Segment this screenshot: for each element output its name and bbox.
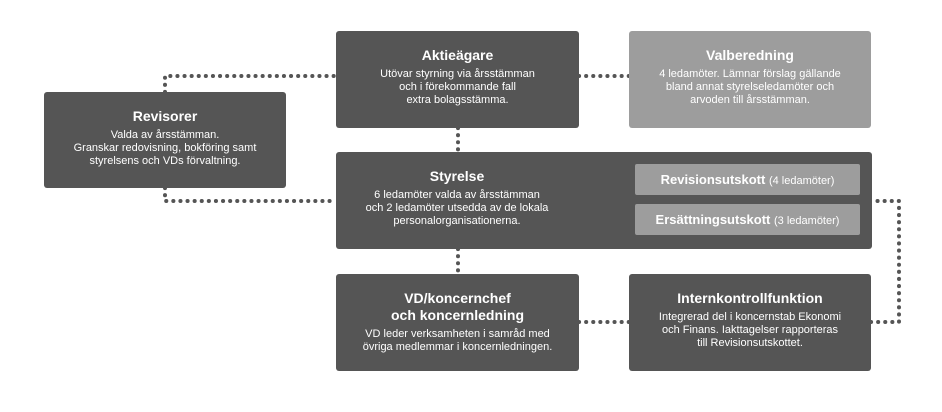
vd-description: VD leder verksamheten i samråd med övrig…	[362, 328, 553, 353]
aktieagare-description: Utövar styrning via årsstämman och i för…	[380, 68, 535, 106]
vd-title: VD/koncernchef och koncernledning	[390, 290, 524, 323]
internkontroll-title: Internkontrollfunktion	[677, 290, 823, 306]
aktieagare-title: Aktieägare	[421, 47, 494, 63]
ersattningsutskott-name: Ersättningsutskott	[655, 212, 771, 227]
revisorer-title: Revisorer	[132, 108, 198, 124]
aktieagare-box: Aktieägare Utövar styrning via årsstämma…	[336, 31, 579, 128]
revisionsutskott-count: (4 ledamöter)	[768, 175, 835, 187]
ersattningsutskott-box: Ersättningsutskott (3 ledamöter)	[635, 204, 860, 235]
revisorer-box: Revisorer Valda av årsstämman. Granskar …	[44, 92, 286, 188]
internkontroll-box: Internkontrollfunktion Integrerad del i …	[629, 274, 871, 371]
vd-box: VD/koncernchef och koncernledning VD led…	[336, 274, 579, 371]
connector-revisorer-aktieagare	[163, 74, 338, 94]
revisionsutskott-name: Revisionsutskott	[660, 172, 766, 187]
styrelse-box: Styrelse 6 ledamöter valda av årsstämman…	[336, 152, 872, 249]
revisionsutskott-box: Revisionsutskott (4 ledamöter)	[635, 164, 860, 195]
styrelse-title: Styrelse	[429, 168, 485, 184]
valberedning-box: Valberedning 4 ledamöter. Lämnar förslag…	[629, 31, 871, 128]
connector-revisorer-styrelse	[163, 186, 338, 203]
styrelse-description: 6 ledamöter valda av årsstämman och 2 le…	[365, 189, 549, 227]
valberedning-description: 4 ledamöter. Lämnar förslag gällande bla…	[659, 68, 841, 106]
styrelse-main: Styrelse 6 ledamöter valda av årsstämman…	[336, 168, 578, 228]
internkontroll-description: Integrerad del i koncernstab Ekonomi och…	[658, 311, 842, 349]
connector-internkontroll-revisionsutskott	[869, 199, 901, 324]
revisorer-description: Valda av årsstämman. Granskar redovisnin…	[73, 129, 257, 167]
valberedning-title: Valberedning	[706, 47, 794, 63]
ersattningsutskott-count: (3 ledamöter)	[774, 215, 840, 227]
